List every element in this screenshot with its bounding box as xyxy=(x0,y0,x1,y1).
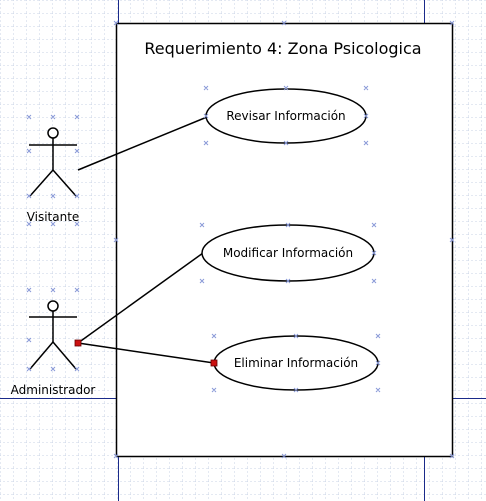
stick-figure-icon xyxy=(29,127,77,197)
actor-visitante[interactable]: Visitante xyxy=(27,127,80,224)
selection-handles xyxy=(26,20,455,459)
use-case-eliminar[interactable]: Eliminar Información xyxy=(213,335,379,391)
use-case-label: Modificar Información xyxy=(223,246,353,260)
actor-administrador[interactable]: Administrador xyxy=(11,300,96,397)
use-case-label: Eliminar Información xyxy=(234,356,358,370)
use-case-modificar[interactable]: Modificar Información xyxy=(201,224,375,282)
association-visitante-revisar[interactable] xyxy=(77,116,208,171)
association-administrador-eliminar[interactable] xyxy=(77,342,215,364)
handle-marks xyxy=(26,20,455,459)
use-case-label: Revisar Información xyxy=(226,109,345,123)
stick-figure-icon xyxy=(29,300,77,370)
association-administrador-modificar[interactable] xyxy=(77,252,204,344)
actor-name: Visitante xyxy=(27,210,80,224)
use-case-revisar[interactable]: Revisar Información xyxy=(205,88,367,144)
connection-endpoint-handle[interactable] xyxy=(74,339,82,347)
connection-endpoint-handle[interactable] xyxy=(210,359,218,367)
system-title: Requerimiento 4: Zona Psicologica xyxy=(144,39,421,58)
associations xyxy=(77,116,215,364)
actor-name: Administrador xyxy=(11,383,96,397)
